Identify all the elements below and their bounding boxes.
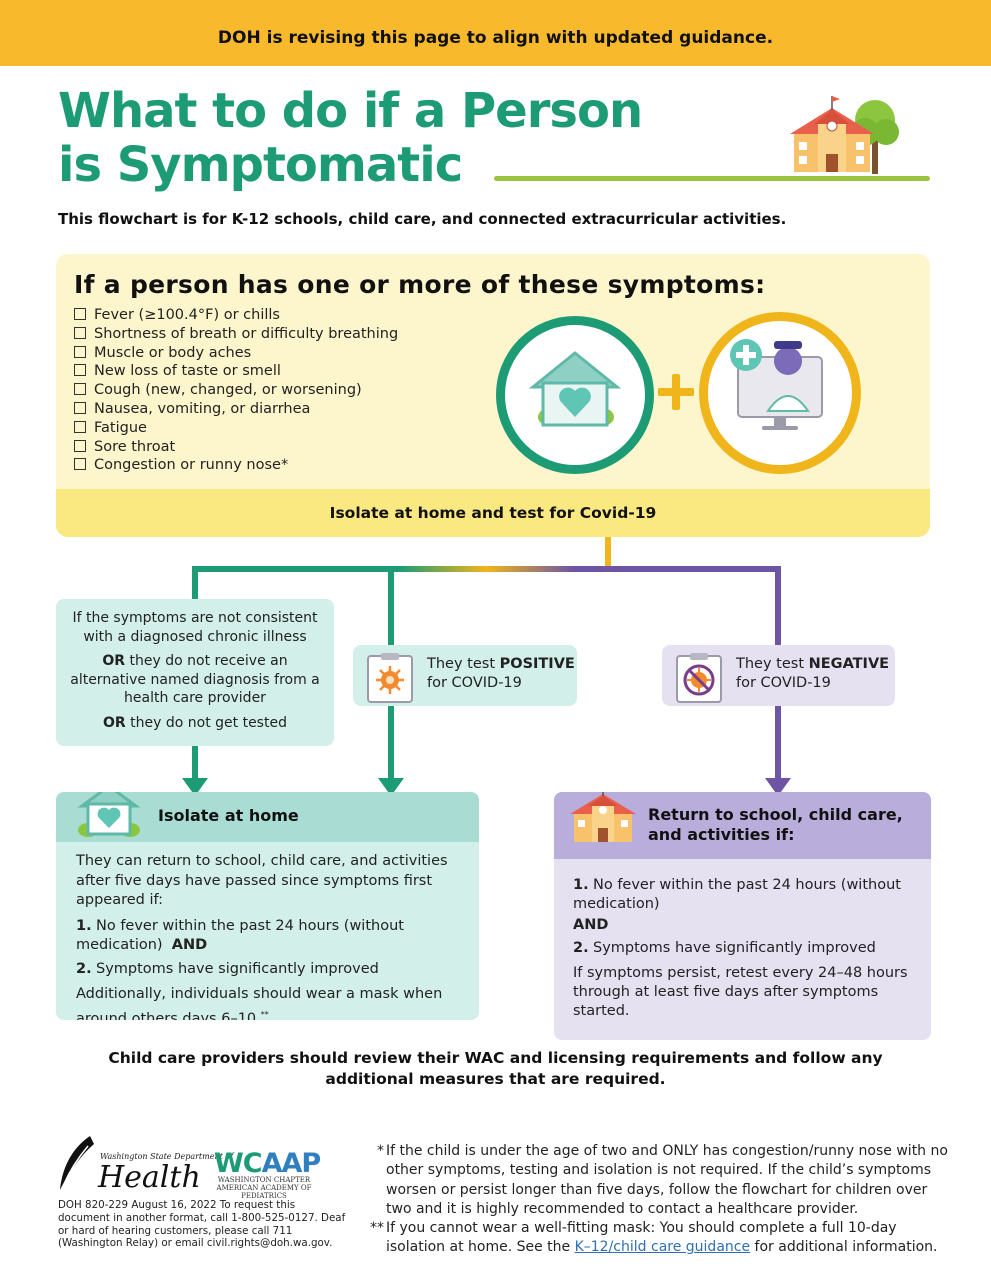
document-info: DOH 820-229 August 16, 2022 To request t… (58, 1199, 346, 1250)
wcaap-logo: WCAAP (214, 1148, 321, 1179)
return-card-title: Return to school, child care, and activi… (648, 805, 903, 844)
return-extra: If symptoms persist, retest every 24–48 … (573, 965, 908, 1019)
footnotes: *If the child is under the age of two an… (364, 1142, 954, 1258)
arrow-left (182, 778, 208, 796)
symptoms-list: Fever (≥100.4°F) or chills Shortness of … (74, 306, 398, 475)
virus-negative-icon (676, 653, 722, 703)
isolate-at-home-card: Isolate at home They can return to schoo… (56, 792, 479, 1020)
title-line-2: is Symptomatic (58, 137, 463, 193)
checkbox-icon (74, 458, 86, 471)
checkbox-icon (74, 383, 86, 396)
checkbox-icon (74, 439, 86, 452)
symptom-item: Muscle or body aches (74, 344, 398, 363)
isolate-card-header: Isolate at home (56, 792, 479, 842)
doh-logo-text: Health (98, 1160, 201, 1195)
arrow-right (765, 778, 791, 796)
return-item-2: 2.Symptoms have significantly improved (573, 940, 876, 956)
return-to-school-card: Return to school, child care, and activi… (554, 792, 931, 1040)
symptom-item: Shortness of breath or difficulty breath… (74, 325, 398, 344)
isolate-and-test-text: Isolate at home and test for Covid-19 (329, 504, 657, 522)
doh-logo-small-text: Washington State Department of (100, 1152, 234, 1161)
wcaap-logo-subtext: WASHINGTON CHAPTER AMERICAN ACADEMY OF P… (216, 1176, 312, 1200)
footnote-1: *If the child is under the age of two an… (377, 1143, 948, 1217)
isolate-intro: They can return to school, child care, a… (76, 853, 448, 908)
symptom-item: Congestion or runny nose* (74, 456, 398, 475)
isolate-extra: Additionally, individuals should wear a … (76, 986, 443, 1020)
symptom-item: Cough (new, changed, or worsening) (74, 381, 398, 400)
child-care-note: Child care providers should review their… (108, 1049, 883, 1088)
symptom-item: Fever (≥100.4°F) or chills (74, 306, 398, 325)
return-item-1: 1.No fever within the past 24 hours (wit… (573, 877, 901, 912)
telehealth-doctor-icon (699, 312, 861, 474)
title-underline (494, 176, 930, 181)
criteria-line-1: If the symptoms are not consistent with … (72, 610, 318, 645)
return-and: AND (573, 917, 609, 933)
checkbox-icon (74, 345, 86, 358)
symptom-item: Sore throat (74, 438, 398, 457)
test-positive-card: They test POSITIVE for COVID-19 (353, 645, 577, 706)
arrow-middle (378, 778, 404, 796)
checkbox-icon (74, 364, 86, 377)
isolate-and-test-banner: Isolate at home and test for Covid-19 (56, 489, 930, 537)
plus-icon (656, 372, 696, 412)
guidance-link[interactable]: K–12/child care guidance (574, 1239, 751, 1256)
checkbox-icon (74, 401, 86, 414)
return-card-body: 1.No fever within the past 24 hours (wit… (573, 876, 918, 1027)
revision-banner: DOH is revising this page to align with … (0, 0, 991, 66)
school-icon (570, 792, 636, 842)
symptom-item: Fatigue (74, 419, 398, 438)
school-illustration (790, 96, 899, 174)
title-line-1: What to do if a Person (58, 83, 643, 139)
test-positive-text: They test POSITIVE for COVID-19 (427, 656, 575, 691)
isolate-card-body: They can return to school, child care, a… (76, 852, 471, 1020)
subtitle: This flowchart is for K-12 schools, chil… (58, 210, 787, 228)
footnote-2: ** If you cannot wear a well-fitting mas… (370, 1220, 938, 1256)
isolate-item-2: 2.Symptoms have significantly improved (76, 960, 379, 977)
test-negative-text: They test NEGATIVE for COVID-19 (736, 656, 890, 691)
test-negative-card: They test NEGATIVE for COVID-19 (662, 645, 895, 706)
house-heart-icon (77, 792, 141, 837)
doh-feather-icon (60, 1136, 94, 1190)
checkbox-icon (74, 308, 86, 320)
criteria-card: If the symptoms are not consistent with … (56, 599, 334, 746)
isolate-card-title: Isolate at home (158, 806, 299, 825)
return-card-header: Return to school, child care, and activi… (554, 792, 931, 859)
isolate-item-1: 1.No fever within the past 24 hours (wit… (76, 917, 404, 954)
criteria-line-2: OR they do not receive an alternative na… (70, 653, 320, 706)
virus-positive-icon (367, 653, 413, 703)
checkbox-icon (74, 420, 86, 433)
checkbox-icon (74, 326, 86, 339)
house-heart-icon (496, 316, 654, 474)
banner-text: DOH is revising this page to align with … (217, 28, 774, 48)
criteria-line-3: OR they do not get tested (103, 714, 287, 731)
symptoms-heading: If a person has one or more of these sym… (74, 270, 766, 299)
symptom-item: New loss of taste or smell (74, 362, 398, 381)
symptom-item: Nausea, vomiting, or diarrhea (74, 400, 398, 419)
page-title: What to do if a Person is Symptomatic (58, 83, 643, 193)
